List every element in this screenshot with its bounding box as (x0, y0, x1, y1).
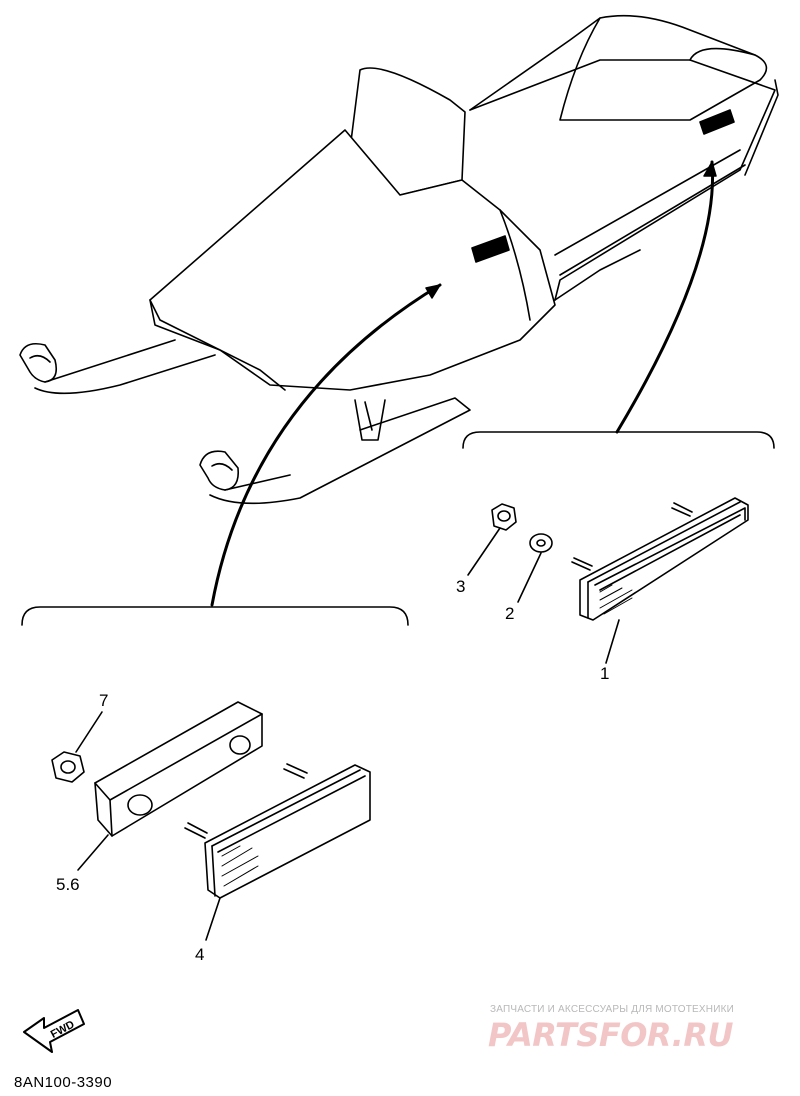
reflector-icon (571, 497, 749, 621)
nut-icon (51, 751, 85, 783)
callout-part-2: 2 (505, 604, 515, 623)
bracket-icon (94, 701, 263, 837)
reflector-icon (184, 763, 371, 899)
callout-part-1: 1 (600, 664, 610, 683)
frame-left (21, 606, 409, 626)
diagram-code: 8AN100-3390 (14, 1074, 113, 1091)
fwd-arrow-icon (23, 1009, 85, 1053)
callout-part-5-6: 5.6 (56, 875, 80, 894)
frame-right (462, 431, 775, 449)
callout-part-7: 7 (99, 691, 109, 710)
watermark-logo: PARTSFOR.RU (488, 1016, 733, 1054)
snowmobile-illustration (19, 14, 779, 505)
watermark-tagline: ЗАПЧАСТИ И АКСЕССУАРЫ ДЛЯ МОТОТЕХНИКИ (490, 1004, 735, 1015)
nut-icon (491, 503, 517, 531)
fwd-label: FWD (49, 1018, 77, 1040)
callout-part-4: 4 (195, 945, 205, 964)
callout-part-3: 3 (456, 577, 466, 596)
leader-arrows (210, 160, 717, 607)
washer-icon (529, 533, 553, 553)
